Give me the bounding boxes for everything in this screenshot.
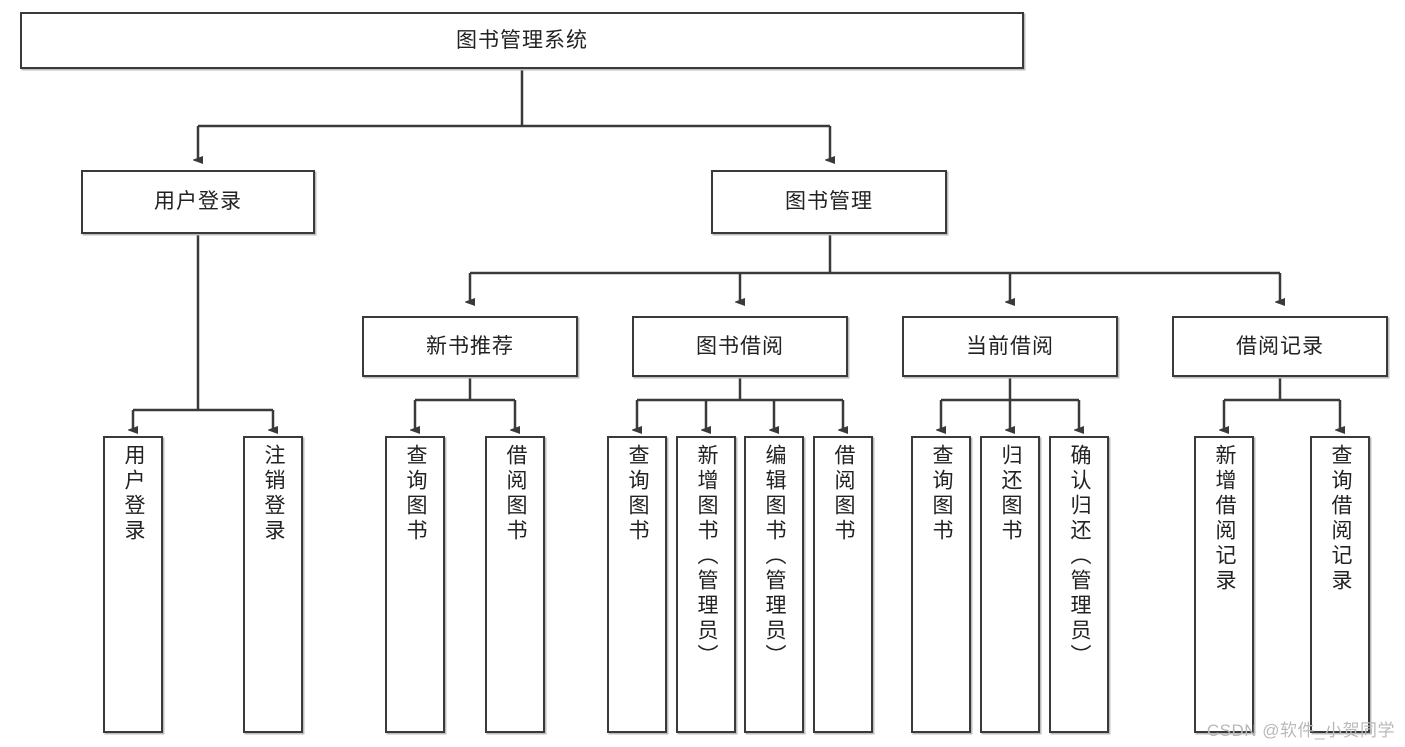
node-leaf-confirm-return[interactable]: 确认归还（管理员） [1049,436,1109,733]
node-leaf-user-logout[interactable]: 注销登录 [243,436,303,733]
node-root-label: 图书管理系统 [456,28,588,52]
watermark-text: CSDN @软件_小贺同学 [1206,721,1395,740]
node-borrow-record[interactable]: 借阅记录 [1172,316,1388,377]
node-leaf-query-book-1[interactable]: 查询图书 [385,436,445,733]
node-current-borrow[interactable]: 当前借阅 [902,316,1118,377]
node-new-book-rec-label: 新书推荐 [426,334,514,358]
node-leaf-borrow-book-1-label: 借阅图书 [504,444,528,544]
node-leaf-query-book-3[interactable]: 查询图书 [911,436,971,733]
node-user-login[interactable]: 用户登录 [81,170,315,234]
node-leaf-query-book-3-label: 查询图书 [930,444,954,544]
node-leaf-query-book-2-label: 查询图书 [626,444,650,544]
node-leaf-user-login[interactable]: 用户登录 [103,436,163,733]
node-leaf-edit-book[interactable]: 编辑图书（管理员） [744,436,804,733]
node-leaf-borrow-book-1[interactable]: 借阅图书 [485,436,545,733]
node-current-borrow-label: 当前借阅 [966,334,1054,358]
node-leaf-borrow-book-2-label: 借阅图书 [832,444,856,544]
node-leaf-add-record-label: 新增借阅记录 [1213,444,1237,594]
node-book-borrow[interactable]: 图书借阅 [632,316,848,377]
node-leaf-add-record[interactable]: 新增借阅记录 [1194,436,1254,733]
node-leaf-query-book-2[interactable]: 查询图书 [607,436,667,733]
node-leaf-user-login-label: 用户登录 [122,444,146,544]
node-leaf-query-record[interactable]: 查询借阅记录 [1310,436,1370,733]
node-root[interactable]: 图书管理系统 [20,12,1024,69]
node-leaf-query-book-1-label: 查询图书 [404,444,428,544]
node-leaf-query-record-label: 查询借阅记录 [1329,444,1353,594]
node-leaf-confirm-return-label: 确认归还（管理员） [1068,444,1092,669]
node-book-borrow-label: 图书借阅 [696,334,784,358]
node-leaf-return-book-label: 归还图书 [999,444,1023,544]
node-leaf-add-book-label: 新增图书（管理员） [695,444,719,669]
node-user-login-label: 用户登录 [154,190,242,214]
node-borrow-record-label: 借阅记录 [1236,334,1324,358]
node-leaf-borrow-book-2[interactable]: 借阅图书 [813,436,873,733]
node-leaf-add-book[interactable]: 新增图书（管理员） [676,436,736,733]
node-book-manage-label: 图书管理 [785,190,873,214]
node-new-book-rec[interactable]: 新书推荐 [362,316,578,377]
node-leaf-return-book[interactable]: 归还图书 [980,436,1040,733]
node-leaf-edit-book-label: 编辑图书（管理员） [763,444,787,669]
node-book-manage[interactable]: 图书管理 [711,170,947,234]
node-leaf-user-logout-label: 注销登录 [262,444,286,544]
